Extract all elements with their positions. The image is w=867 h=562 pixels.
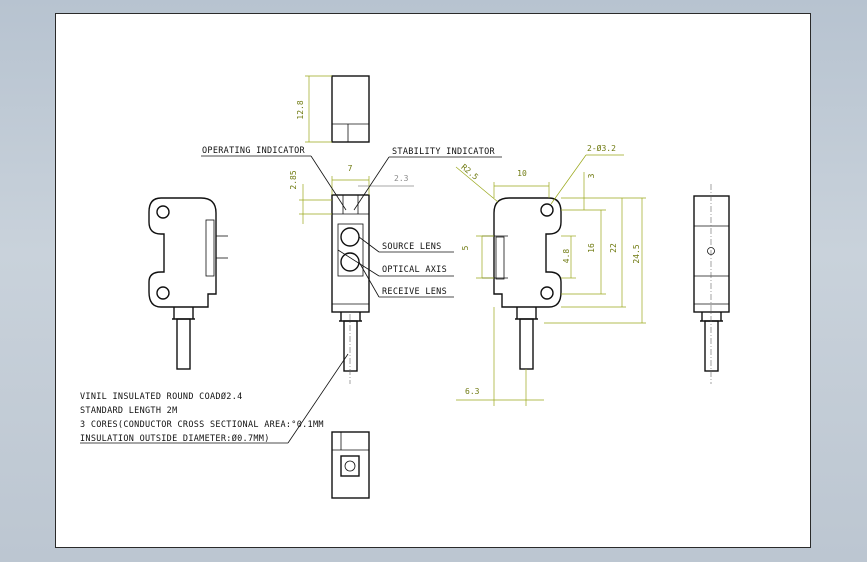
dim-top-height-text: 12.8 — [296, 100, 305, 119]
dim-front: 7 2.3 2.85 — [289, 164, 414, 224]
dim-offset-2-3: 2.3 — [394, 174, 409, 183]
note-line-2: STANDARD LENGTH 2M — [80, 406, 178, 416]
top-view — [331, 75, 370, 143]
dim-22: 22 — [609, 243, 618, 253]
dim-24-5: 24.5 — [632, 244, 641, 263]
label-receive-lens: RECEIVE LENS — [382, 287, 447, 297]
rear-view — [693, 184, 730, 384]
dim-4-8: 4.8 — [562, 249, 571, 264]
drawing-sheet: 12.8 7 2.3 2.85 — [55, 13, 811, 548]
label-source-lens: SOURCE LENS — [382, 242, 442, 252]
dim-10: 10 — [517, 169, 527, 178]
dim-right-side: 10 R2.5 2-Ø3.2 5 3 4.8 16 22 24.5 — [455, 143, 646, 406]
dim-width-7: 7 — [348, 164, 353, 173]
technical-drawing: 12.8 7 2.3 2.85 — [80, 75, 730, 499]
left-side-view — [148, 197, 228, 370]
bottom-view — [331, 431, 370, 499]
front-view — [331, 194, 370, 384]
notes-leader — [287, 353, 349, 444]
dim-holes: 2-Ø3.2 — [587, 143, 616, 153]
label-optical-axis: OPTICAL AXIS — [382, 265, 447, 275]
dim-5: 5 — [461, 245, 470, 250]
dim-offset-2-85: 2.85 — [289, 170, 298, 189]
callout-leaders — [201, 155, 502, 298]
note-line-3: 3 CORES(CONDUCTOR CROSS SECTIONAL AREA:°… — [80, 420, 324, 430]
note-line-1: VINIL INSULATED ROUND COADØ2.4 — [80, 391, 243, 402]
dim-6-3: 6.3 — [465, 387, 480, 396]
label-operating-indicator: OPERATING INDICATOR — [202, 146, 306, 156]
note-line-4: INSULATION OUTSIDE DIAMETER:Ø0.7MM) — [80, 433, 270, 444]
label-stability-indicator: STABILITY INDICATOR — [392, 147, 496, 157]
dim-16: 16 — [587, 243, 596, 253]
dim-3: 3 — [587, 173, 596, 178]
dim-top-height: 12.8 — [296, 75, 332, 143]
